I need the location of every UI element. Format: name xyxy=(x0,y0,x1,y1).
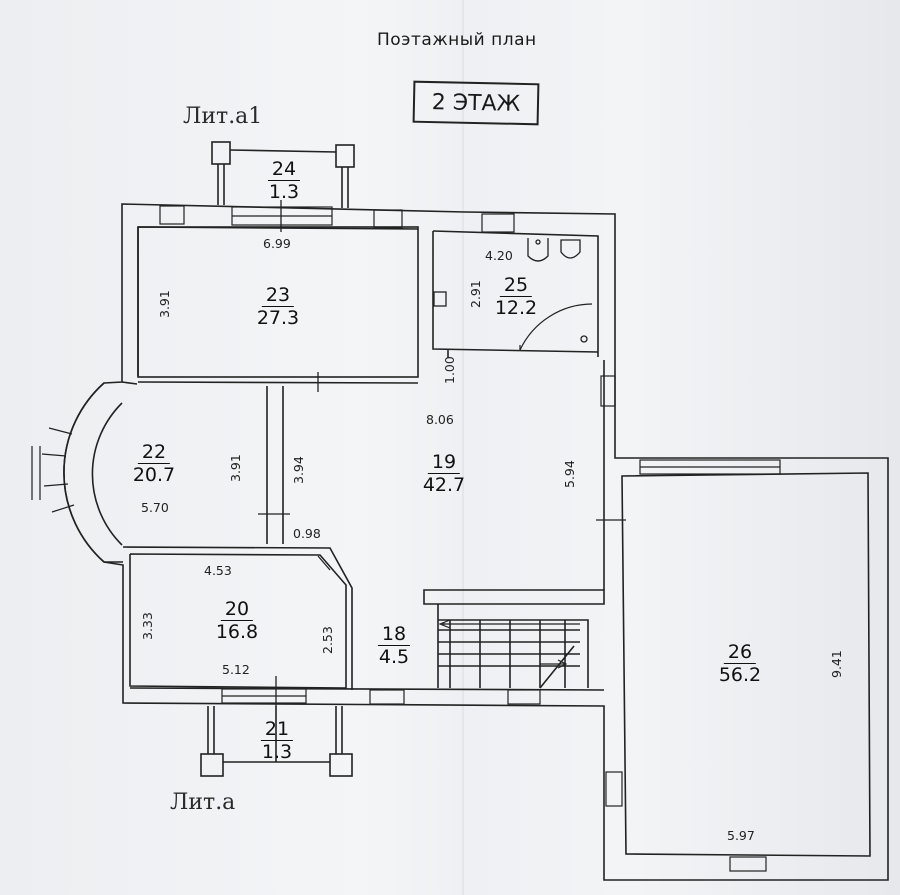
room-area: 12.2 xyxy=(494,297,538,319)
dim-r26-width: 5.97 xyxy=(727,828,755,843)
room-number: 24 xyxy=(267,158,301,181)
dim-r22-height: 3.91 xyxy=(228,454,243,482)
room-25-walls xyxy=(432,231,599,358)
room-number: 20 xyxy=(220,598,254,621)
dim-r19-width: 8.06 xyxy=(426,412,454,427)
room-20: 20 16.8 xyxy=(216,598,258,643)
room-23-walls xyxy=(137,226,419,378)
dim-r20-left: 3.33 xyxy=(140,612,155,640)
door-marks xyxy=(258,200,626,706)
dim-r23-width: 6.99 xyxy=(263,236,291,251)
dim-r23-height: 3.91 xyxy=(157,290,172,318)
lit-label-bottom: Лит.а xyxy=(170,790,236,815)
dim-r19-height-right: 5.94 xyxy=(562,460,577,488)
room-area: 1.3 xyxy=(261,741,293,763)
dim-r20-top: 4.53 xyxy=(204,563,232,578)
windows xyxy=(31,205,781,872)
room-18: 18 4.5 xyxy=(377,623,411,668)
dim-r20-bottom: 5.12 xyxy=(222,662,250,677)
room-number: 19 xyxy=(427,451,461,474)
dim-r26-height: 9.41 xyxy=(829,650,844,678)
room-22: 22 20.7 xyxy=(133,441,175,486)
room-area: 16.8 xyxy=(215,621,259,643)
dim-corridor-gap: 1.00 xyxy=(442,356,457,384)
wall-22-19 xyxy=(137,381,419,544)
inner-wall xyxy=(121,226,871,857)
dim-r25-width: 4.20 xyxy=(485,248,513,263)
door-arc-25 xyxy=(519,303,593,351)
bay-window-wall xyxy=(63,382,123,563)
dim-r20-right: 2.53 xyxy=(320,626,335,654)
room-number: 23 xyxy=(261,284,295,307)
plan-title: Поэтажный план xyxy=(377,30,537,50)
room-19: 19 42.7 xyxy=(423,451,465,496)
balcony-21 xyxy=(200,706,353,777)
room-24: 24 1.3 xyxy=(267,158,301,203)
lit-label-top: Лит.а1 xyxy=(183,104,263,129)
room-number: 25 xyxy=(499,274,533,297)
room-21: 21 1.3 xyxy=(260,718,294,763)
room-25: 25 12.2 xyxy=(495,274,537,319)
room-number: 21 xyxy=(260,718,294,741)
bathroom-fixtures xyxy=(433,238,588,343)
room-number: 26 xyxy=(723,641,757,664)
room-area: 27.3 xyxy=(256,307,300,329)
dim-r19-height-left: 3.94 xyxy=(291,456,306,484)
dim-r25-height: 2.91 xyxy=(468,280,483,308)
dim-passage: 0.98 xyxy=(293,526,321,541)
room-area: 42.7 xyxy=(422,474,466,496)
room-area: 1.3 xyxy=(268,181,300,203)
room-area: 20.7 xyxy=(132,464,176,486)
room-23: 23 27.3 xyxy=(257,284,299,329)
room-20-walls xyxy=(104,546,353,690)
room-number: 18 xyxy=(377,623,411,646)
room-area: 4.5 xyxy=(378,646,410,668)
room-area: 56.2 xyxy=(718,664,762,686)
room-number: 22 xyxy=(137,441,171,464)
balcony-24 xyxy=(211,141,355,208)
floor-label: 2 ЭТАЖ xyxy=(412,80,540,126)
staircase xyxy=(423,589,605,689)
paper-fold xyxy=(462,0,464,895)
room-26: 26 56.2 xyxy=(719,641,761,686)
dim-r22-width: 5.70 xyxy=(141,500,169,515)
